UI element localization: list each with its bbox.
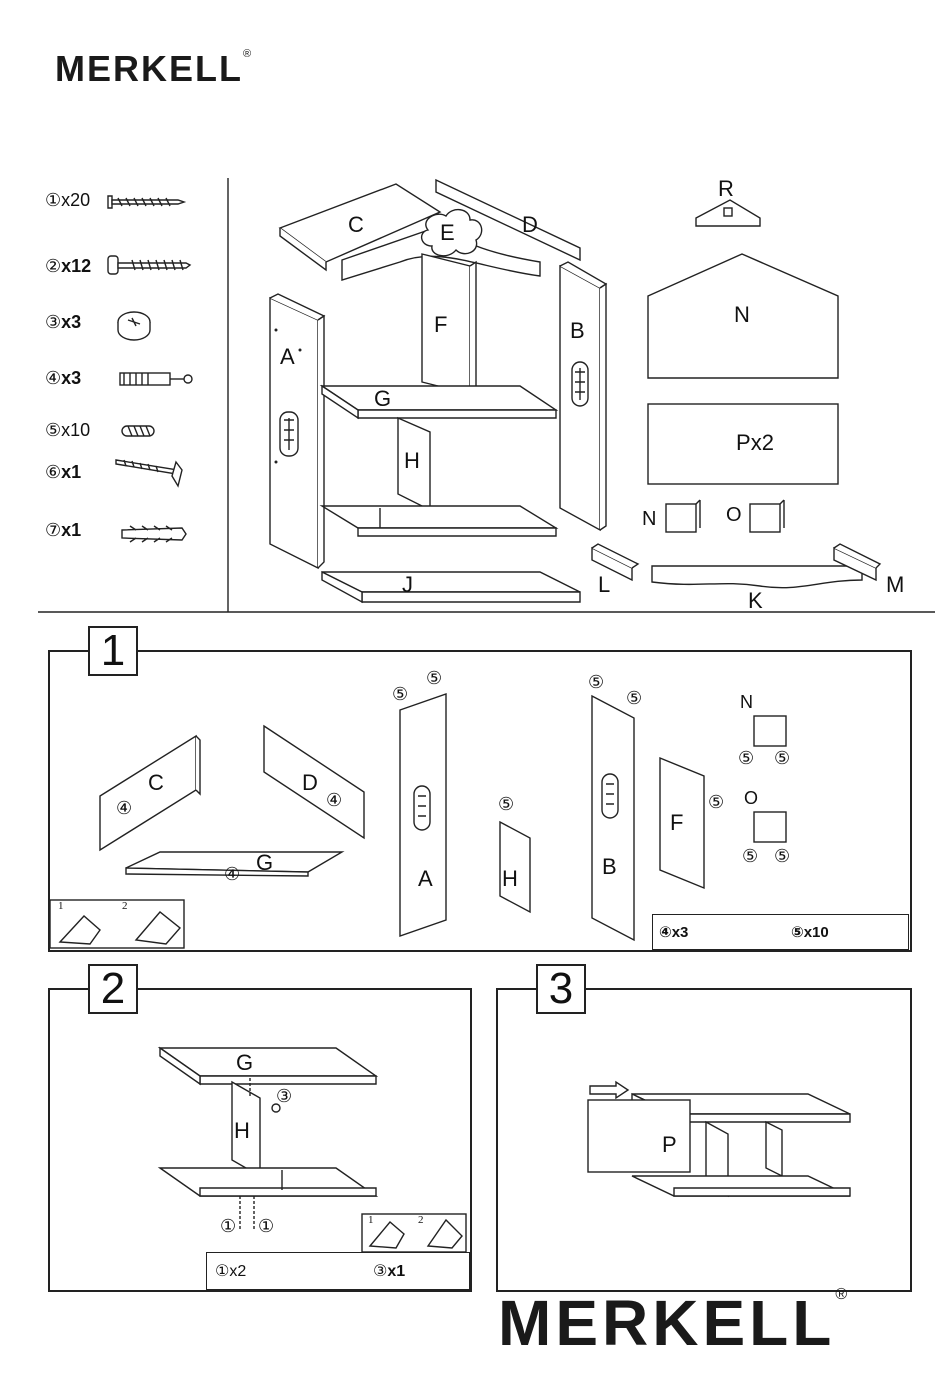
step3-label-p: P	[662, 1132, 677, 1158]
insert-arrow-icon	[590, 1082, 628, 1098]
registered-mark: ®	[835, 1286, 851, 1303]
step3-divider-b	[766, 1122, 782, 1176]
brand-logo-bottom: MERKELL®	[498, 1286, 851, 1360]
brand-name: MERKELL	[498, 1287, 835, 1359]
